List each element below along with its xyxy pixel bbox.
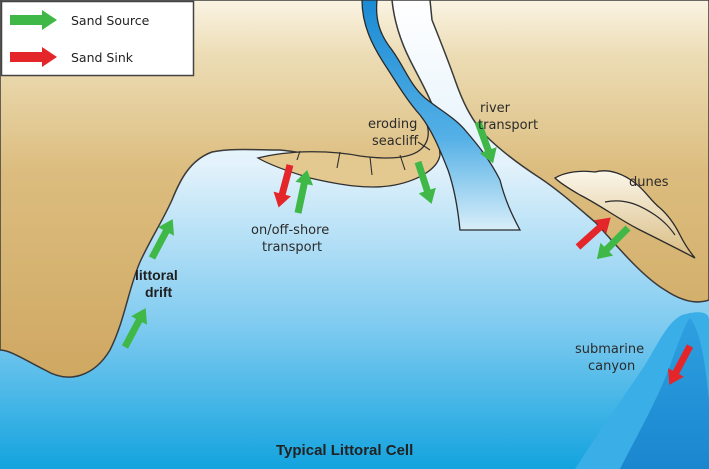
arrow-offshore-sink (273, 164, 294, 208)
legend-item-source: Sand Source (10, 10, 150, 30)
arrow-river-source (474, 120, 497, 164)
green-arrow-icon (596, 225, 631, 260)
label-river-line1: river (480, 101, 511, 116)
legend-item-sink: Sand Sink (10, 47, 134, 67)
label-on-off-shore: on/off-shore transport (251, 223, 329, 255)
label-canyon-line2: canyon (588, 359, 635, 374)
label-onoff-line2: transport (262, 240, 322, 255)
arrows (121, 120, 694, 385)
red-arrow-icon (575, 217, 611, 250)
diagram-title: Typical Littoral Cell (276, 442, 413, 459)
green-arrow-icon (474, 120, 497, 164)
label-canyon-line1: submarine (575, 342, 644, 357)
arrow-canyon-sink (667, 344, 694, 385)
label-dunes: dunes (629, 175, 669, 190)
label-drift-line1: littoral (135, 267, 178, 283)
river (361, 0, 522, 231)
green-arrow-icon (148, 219, 175, 260)
legend: Sand Source Sand Sink (0, 0, 195, 77)
arrow-seacliff-source (414, 160, 436, 204)
label-seacliff-line1: eroding (368, 117, 417, 132)
arrow-dunes-sink (575, 217, 611, 250)
label-river-line2: transport (478, 118, 538, 133)
arrow-littoral-drift-lower (121, 308, 148, 349)
label-onoff-line1: on/off-shore (251, 223, 329, 238)
label-littoral-drift: littoral drift (135, 267, 178, 300)
label-drift-line2: drift (145, 284, 173, 300)
legend-label-source: Sand Source (71, 13, 150, 28)
red-arrow-icon (10, 47, 57, 67)
arrow-dunes-source (596, 225, 631, 260)
label-eroding-seacliff: eroding seacliff (368, 117, 419, 149)
green-arrow-icon (121, 308, 148, 349)
seacliff-segments (296, 141, 431, 176)
red-arrow-icon (667, 344, 694, 385)
red-arrow-icon (273, 164, 294, 208)
label-seacliff-line2: seacliff (372, 134, 419, 149)
dunes-shape (553, 170, 696, 259)
label-submarine-canyon: submarine canyon (575, 342, 644, 374)
green-arrow-icon (414, 160, 436, 204)
arrow-littoral-drift-upper (148, 219, 175, 260)
green-arrow-icon (10, 10, 57, 30)
label-river-transport: river transport (478, 101, 538, 133)
green-arrow-icon (294, 169, 314, 214)
arrow-onshore-source (294, 169, 314, 214)
legend-label-sink: Sand Sink (71, 50, 134, 65)
